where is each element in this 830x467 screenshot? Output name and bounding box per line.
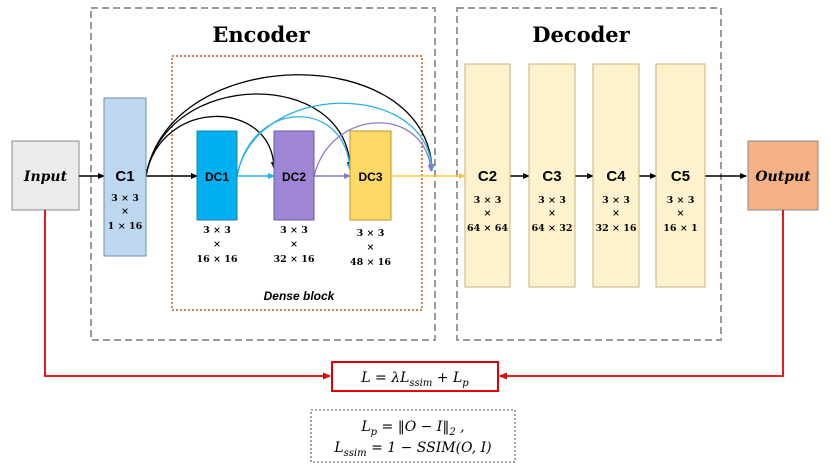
dc1-label: DC1	[205, 170, 229, 184]
c3-dim-bottom: 64 × 32	[531, 223, 572, 234]
c1-dim-bottom: 1 × 16	[108, 221, 143, 232]
c5-dim-top: 3 × 3	[667, 195, 695, 206]
input-box	[11, 140, 80, 211]
dc3-block	[349, 130, 392, 221]
c1-dim-top: 3 × 3	[111, 193, 139, 204]
dc2-dim-top: 3 × 3	[280, 225, 308, 236]
loss-eq-plus: + L	[432, 370, 462, 386]
c2-dim-times: ×	[484, 208, 492, 219]
output-box	[747, 140, 819, 211]
c4-block	[592, 63, 640, 288]
c3-block	[528, 63, 576, 288]
dc1-block	[196, 130, 238, 221]
lssim-rhs: = 1 − SSIM(O, I)	[367, 440, 492, 456]
dc1-dim-times: ×	[213, 239, 221, 250]
decoder-frame	[456, 7, 722, 341]
dc2-block	[273, 130, 315, 221]
c5-dim-bottom: 16 × 1	[663, 223, 697, 234]
dense-block-frame	[171, 55, 423, 311]
c2-dim-top: 3 × 3	[474, 195, 502, 206]
dc3-dim-times: ×	[367, 242, 375, 253]
loss-line-from-output	[499, 210, 784, 380]
lssim-l: L	[333, 440, 343, 456]
c2-dim-bottom: 64 × 64	[467, 223, 508, 234]
dc2-dim-bottom: 32 × 16	[273, 254, 314, 265]
c5-block	[655, 63, 706, 288]
input-label: Input	[23, 169, 68, 185]
dense-block-label: Dense block	[264, 289, 336, 303]
definitions-box	[310, 409, 516, 463]
loss-eq-main: L = λL	[360, 370, 409, 386]
lssim-sub: ssim	[344, 448, 367, 459]
c2-block	[464, 63, 511, 288]
lp-l: L	[360, 419, 370, 435]
skip-dc1-to-out	[236, 102, 435, 177]
encoder-frame	[90, 7, 436, 341]
dc2-dim-times: ×	[290, 239, 298, 250]
loss-eq-sub1: ssim	[409, 378, 432, 389]
skip-dc2-to-out	[313, 122, 434, 177]
dc1-dim-top: 3 × 3	[203, 225, 231, 236]
dc3-label: DC3	[358, 170, 382, 184]
lp-tail: ,	[456, 419, 465, 435]
c5-label: C5	[671, 168, 690, 185]
lssim-definition: Lssim = 1 − SSIM(O, I)	[333, 440, 491, 459]
loss-line-from-input	[44, 210, 331, 380]
output-label: Output	[755, 169, 811, 185]
c5-dim-times: ×	[677, 208, 685, 219]
dc1-dim-bottom: 16 × 16	[196, 254, 237, 265]
lp-definition: Lp = ‖O − I‖2 ,	[360, 419, 464, 438]
c4-label: C4	[606, 168, 626, 185]
c4-dim-top: 3 × 3	[602, 195, 630, 206]
c3-label: C3	[542, 168, 561, 185]
encoder-title: Encoder	[212, 22, 310, 47]
lp-rhs: = ‖O − I‖	[377, 419, 449, 435]
c1-label: C1	[115, 168, 134, 185]
c4-dim-bottom: 32 × 16	[595, 223, 636, 234]
dc3-dim-bottom: 48 × 16	[350, 257, 391, 268]
lp-norm-sub: 2	[448, 427, 455, 438]
dc3-dim-top: 3 × 3	[357, 228, 385, 239]
lp-sub: p	[371, 427, 378, 438]
loss-box	[331, 361, 499, 392]
c3-dim-times: ×	[548, 208, 556, 219]
skip-c1-to-out	[145, 74, 435, 177]
c1-dim-times: ×	[121, 206, 129, 217]
decoder-title: Decoder	[532, 22, 630, 47]
c3-dim-top: 3 × 3	[538, 195, 566, 206]
c2-label: C2	[478, 168, 497, 185]
c4-dim-times: ×	[612, 208, 620, 219]
dc2-label: DC2	[282, 170, 306, 184]
skip-c1-to-dc2	[145, 115, 277, 177]
c1-block	[103, 97, 147, 257]
loss-equation: L = λLssim + Lp	[360, 370, 469, 389]
skip-c1-to-dc3	[145, 93, 353, 177]
loss-eq-sub2: p	[462, 378, 469, 389]
